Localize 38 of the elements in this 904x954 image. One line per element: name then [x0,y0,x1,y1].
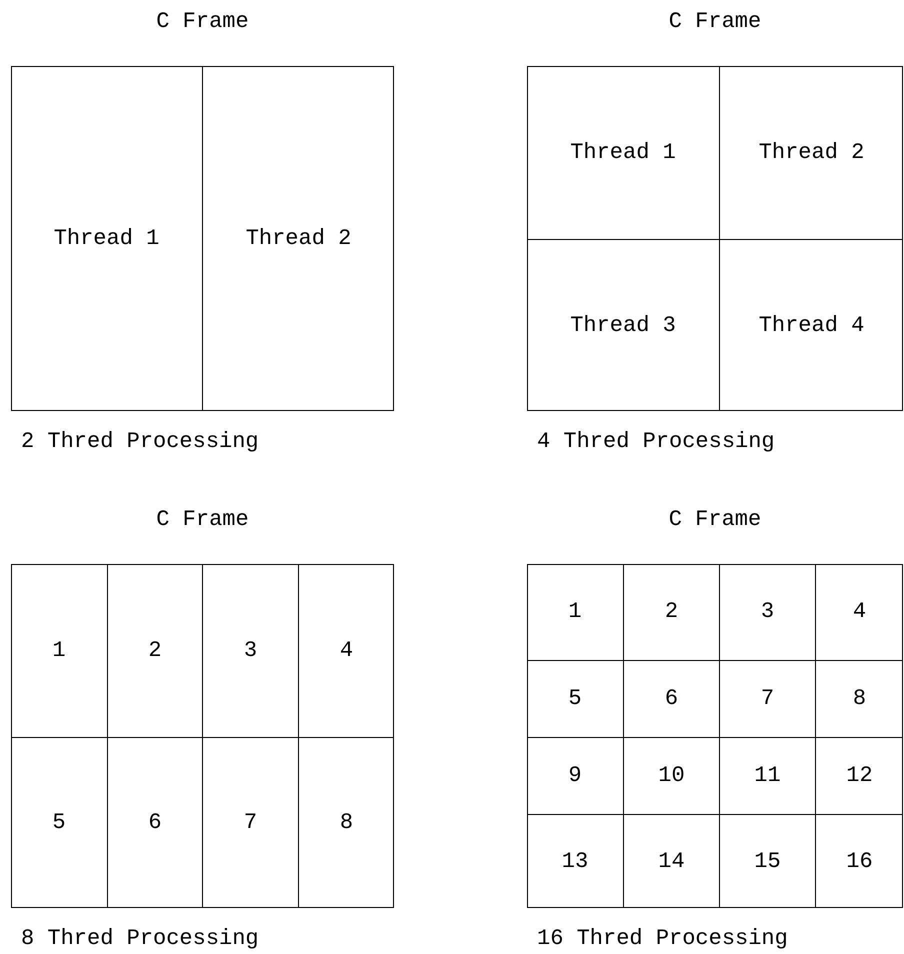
thread-cell: 2 [623,564,719,660]
thread-cell: Thread 4 [719,239,903,411]
frame-caption: 4 Thred Processing [537,429,775,455]
frame-heading: C Frame [668,507,762,533]
thread-cell: 16 [815,814,903,908]
thread-cell: Thread 2 [719,66,903,239]
thread-cell: 1 [527,564,623,660]
thread-cell: Thread 3 [527,239,719,411]
frame-heading: C Frame [668,9,762,35]
thread-cell: 10 [623,737,719,814]
thread-cell: 6 [623,660,719,737]
thread-cell: 9 [527,737,623,814]
thread-cell: 5 [527,660,623,737]
thread-cell: 12 [815,737,903,814]
thread-cell: 3 [202,564,298,737]
frame-caption: 16 Thred Processing [537,926,788,952]
thread-cell: 6 [107,737,202,908]
thread-cell: Thread 1 [527,66,719,239]
thread-cell: 7 [719,660,815,737]
thread-cell: 5 [11,737,107,908]
thread-cell: 8 [815,660,903,737]
thread-cell: 1 [11,564,107,737]
thread-cell: 7 [202,737,298,908]
frame-heading: C Frame [156,9,249,35]
thread-cell: 2 [107,564,202,737]
thread-cell: 15 [719,814,815,908]
thread-cell: 4 [815,564,903,660]
thread-cell: 14 [623,814,719,908]
frame-caption: 8 Thred Processing [21,926,259,952]
thread-cell: 13 [527,814,623,908]
thread-cell: 4 [298,564,394,737]
thread-cell: Thread 2 [202,66,394,411]
frame-caption: 2 Thred Processing [21,429,259,455]
frame-heading: C Frame [156,507,249,533]
thread-cell: 11 [719,737,815,814]
thread-cell: 3 [719,564,815,660]
thread-cell: Thread 1 [11,66,202,411]
thread-cell: 8 [298,737,394,908]
